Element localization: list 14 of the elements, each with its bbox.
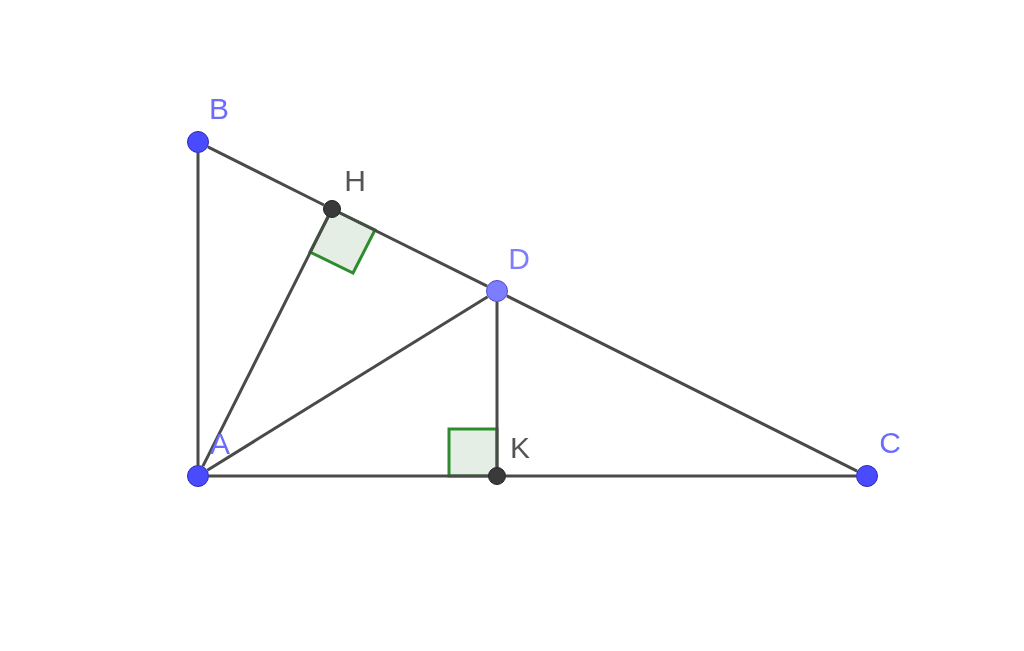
line-segment bbox=[209, 474, 488, 478]
point-label: D bbox=[508, 244, 530, 274]
line-segment bbox=[339, 211, 488, 288]
line-segment bbox=[506, 294, 858, 473]
point-label: K bbox=[510, 433, 530, 463]
line-segment bbox=[506, 474, 856, 478]
line-segment bbox=[201, 216, 330, 467]
line-segment bbox=[196, 153, 200, 465]
point-label: C bbox=[879, 428, 901, 458]
line-segment bbox=[207, 145, 325, 207]
point-label: B bbox=[209, 94, 229, 124]
line-segment bbox=[206, 295, 489, 472]
point-label: H bbox=[344, 166, 366, 196]
line-segment bbox=[495, 302, 499, 467]
